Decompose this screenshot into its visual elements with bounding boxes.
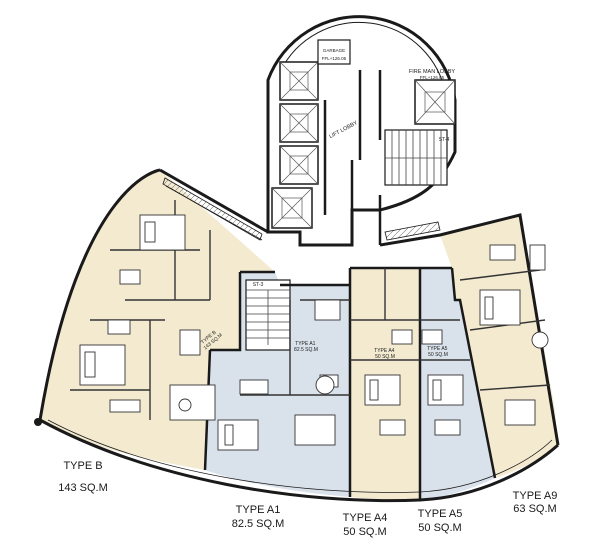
- label-type-a1: TYPE A1 82.5 SQ.M: [218, 504, 298, 531]
- label-type-a9-name: TYPE A9: [512, 490, 558, 502]
- label-type-b-area: 143 SQ.M: [58, 482, 108, 494]
- level-left-label: FFL+126.05: [322, 56, 347, 61]
- garbage-room: [317, 39, 351, 65]
- label-type-a4: TYPE A4 50 SQ.M: [330, 512, 400, 539]
- label-type-a9-area: 63 SQ.M: [513, 503, 557, 515]
- perimeter-walls: [38, 168, 560, 503]
- stair-st3: [245, 279, 291, 351]
- label-type-b: TYPE B 143 SQ.M: [48, 460, 118, 495]
- unit-a4-tag: TYPE A4 50 SQ.M: [374, 348, 396, 360]
- demising-walls: [203, 232, 497, 500]
- label-type-a5: TYPE A5 50 SQ.M: [405, 508, 475, 535]
- label-type-a4-area: 50 SQ.M: [343, 526, 387, 538]
- label-type-a9: TYPE A9 63 SQ.M: [500, 490, 570, 516]
- furniture: [79, 214, 549, 451]
- level-right-label: FFL+126.05: [420, 75, 445, 80]
- stair-st4: [384, 129, 448, 186]
- unit-a5-tag: TYPE A5 50 SQ.M: [427, 346, 449, 358]
- stair-st3-label: ST-3: [253, 282, 264, 288]
- stair-st4-label: ST-4: [439, 137, 450, 143]
- corner-column: [34, 418, 42, 426]
- label-type-a1-name: TYPE A1: [235, 504, 281, 516]
- garbage-label: GARBAGE: [323, 48, 345, 53]
- interior-partitions: [70, 200, 551, 420]
- fireman-lobby-label: FIRE MAN LOBBY: [409, 69, 455, 75]
- label-type-a4-name: TYPE A4: [342, 512, 388, 524]
- label-type-a5-name: TYPE A5: [417, 508, 463, 520]
- unit-a1-tag: TYPE A1 82.5 SQ.M: [294, 341, 318, 353]
- label-type-a5-area: 50 SQ.M: [418, 522, 462, 534]
- label-type-b-name: TYPE B: [63, 460, 103, 472]
- label-type-a1-area: 82.5 SQ.M: [231, 518, 285, 530]
